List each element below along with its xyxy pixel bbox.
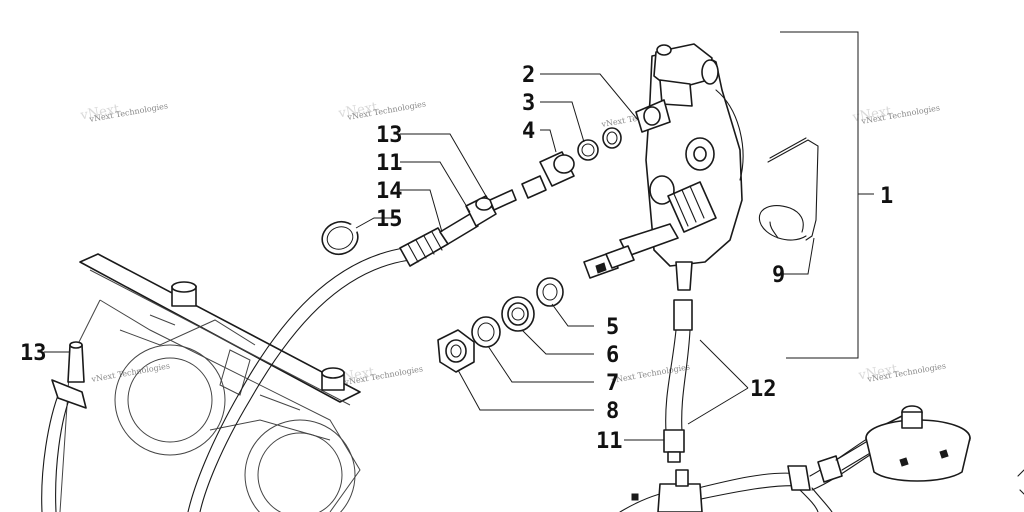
watermark-2: vNext vNext Technologies bbox=[337, 99, 427, 122]
watermark-1: vNext vNext Technologies bbox=[79, 101, 169, 124]
callout-15: 15 bbox=[376, 207, 403, 232]
callout-5: 5 bbox=[606, 315, 619, 340]
bracket-1 bbox=[780, 31, 874, 359]
washer-6 bbox=[501, 296, 535, 332]
callout-12: 12 bbox=[750, 377, 777, 402]
pump-outlet-threaded bbox=[667, 181, 717, 233]
callout-13-left: 13 bbox=[20, 341, 47, 366]
watermark-text: vNext Technologies bbox=[90, 361, 171, 384]
callout-7: 7 bbox=[606, 371, 619, 396]
callout-6: 6 bbox=[606, 343, 619, 368]
callout-11-bottom: 11 bbox=[596, 429, 623, 454]
watermarks: vNext vNext Technologies vNext vNext Tec… bbox=[79, 99, 947, 387]
hose-fitting-14 bbox=[399, 189, 517, 267]
watermark-7: vNext Technologies bbox=[610, 362, 691, 385]
svg-text:vNext: vNext bbox=[79, 102, 122, 124]
nut-8 bbox=[437, 329, 475, 373]
watermark-text: vNext Technologies bbox=[610, 362, 691, 385]
callout-2: 2 bbox=[522, 63, 535, 88]
tube-stub bbox=[489, 189, 517, 211]
callout-11-top: 11 bbox=[376, 151, 403, 176]
fuel-rail bbox=[79, 253, 361, 403]
leader-lines bbox=[44, 73, 815, 441]
hose-nipple-11 bbox=[439, 213, 479, 245]
callout-8: 8 bbox=[606, 399, 619, 424]
pump-bottom-nipple bbox=[675, 261, 693, 291]
callout-14: 14 bbox=[376, 179, 403, 204]
watermark-4: vNext vNext Technologies bbox=[851, 103, 941, 126]
watermark-5: vNext Technologies bbox=[90, 361, 171, 384]
watermark-8: vNext vNext Technologies bbox=[857, 361, 947, 384]
fitting-4 bbox=[521, 151, 575, 199]
filter-canister bbox=[865, 405, 971, 482]
edge-fragment bbox=[1017, 469, 1024, 495]
throttle-bore-1 bbox=[114, 344, 226, 456]
watermark-6: vNext vNext Technologies bbox=[334, 364, 424, 387]
callout-13-top: 13 bbox=[376, 123, 403, 148]
hose-clamp-left bbox=[51, 379, 87, 409]
callout-1: 1 bbox=[880, 184, 893, 209]
supply-hose bbox=[187, 247, 411, 512]
svg-text:vNext: vNext bbox=[851, 104, 894, 126]
sensor-connector bbox=[583, 223, 679, 279]
callout-4: 4 bbox=[522, 119, 535, 144]
svg-text:vNext: vNext bbox=[337, 100, 380, 122]
fuel-hose-left bbox=[41, 341, 87, 512]
svg-text:vNext: vNext bbox=[857, 362, 900, 384]
washer-5 bbox=[536, 277, 564, 307]
hose-12 bbox=[663, 299, 693, 463]
callout-9: 9 bbox=[772, 263, 785, 288]
washer-7 bbox=[471, 316, 501, 348]
fuel-pump-assembly bbox=[635, 43, 744, 291]
snap-ring-15 bbox=[321, 220, 359, 256]
throttle-bore-2 bbox=[244, 419, 356, 512]
callout-3: 3 bbox=[522, 91, 535, 116]
throttle-body-assembly bbox=[59, 253, 361, 512]
retaining-clip-9 bbox=[758, 137, 819, 241]
hose-nipple-11-lower bbox=[663, 429, 685, 453]
callouts: 1 2 3 4 13 11 14 15 9 5 6 7 8 12 11 13 bbox=[20, 63, 893, 454]
